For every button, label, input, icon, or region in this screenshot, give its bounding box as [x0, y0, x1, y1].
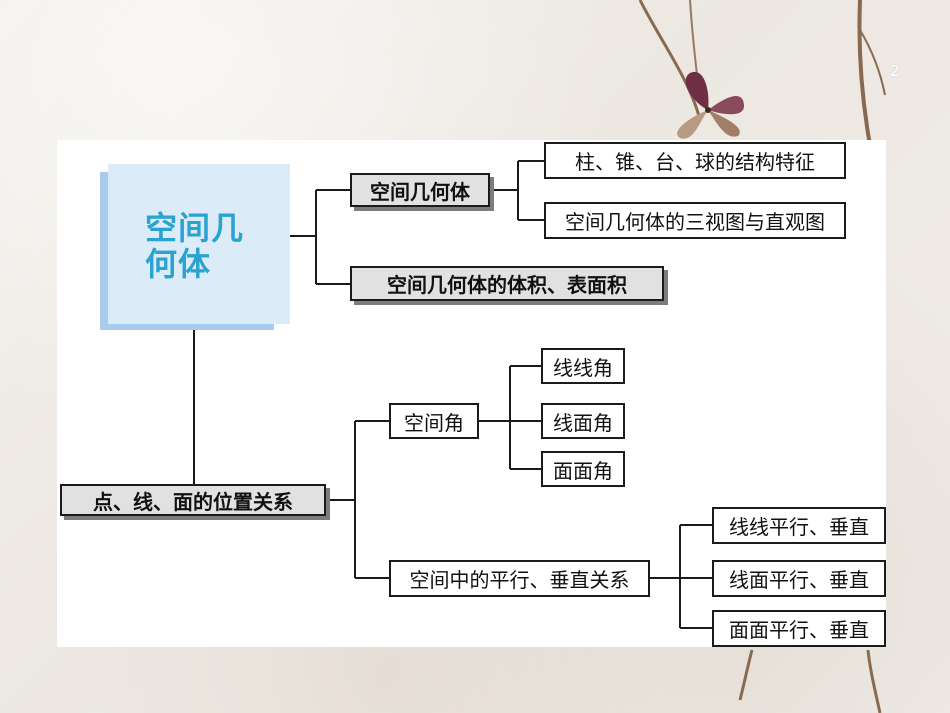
node-volume-area: 空间几何体的体积、表面积: [350, 266, 664, 301]
node-line-line-angle: 线线角: [541, 348, 625, 384]
page-number: 2: [890, 62, 900, 80]
node-position-relations: 点、线、面的位置关系: [60, 484, 326, 516]
node-spatial-angles: 空间角: [389, 403, 479, 439]
node-line-plane-pp: 线面平行、垂直: [712, 560, 886, 597]
node-parallel-perpendicular: 空间中的平行、垂直关系: [389, 560, 650, 597]
node-plane-plane-pp: 面面平行、垂直: [712, 610, 886, 647]
node-solid-geometry: 空间几何体: [350, 173, 490, 207]
node-line-line-pp: 线线平行、垂直: [712, 507, 886, 544]
node-line-plane-angle: 线面角: [541, 403, 625, 439]
diagram-title: 空间几何体: [145, 209, 245, 283]
node-plane-plane-angle: 面面角: [541, 451, 625, 487]
node-structure-features: 柱、锥、台、球的结构特征: [544, 142, 846, 179]
node-three-views: 空间几何体的三视图与直观图: [544, 202, 846, 239]
title-card: [108, 164, 290, 324]
